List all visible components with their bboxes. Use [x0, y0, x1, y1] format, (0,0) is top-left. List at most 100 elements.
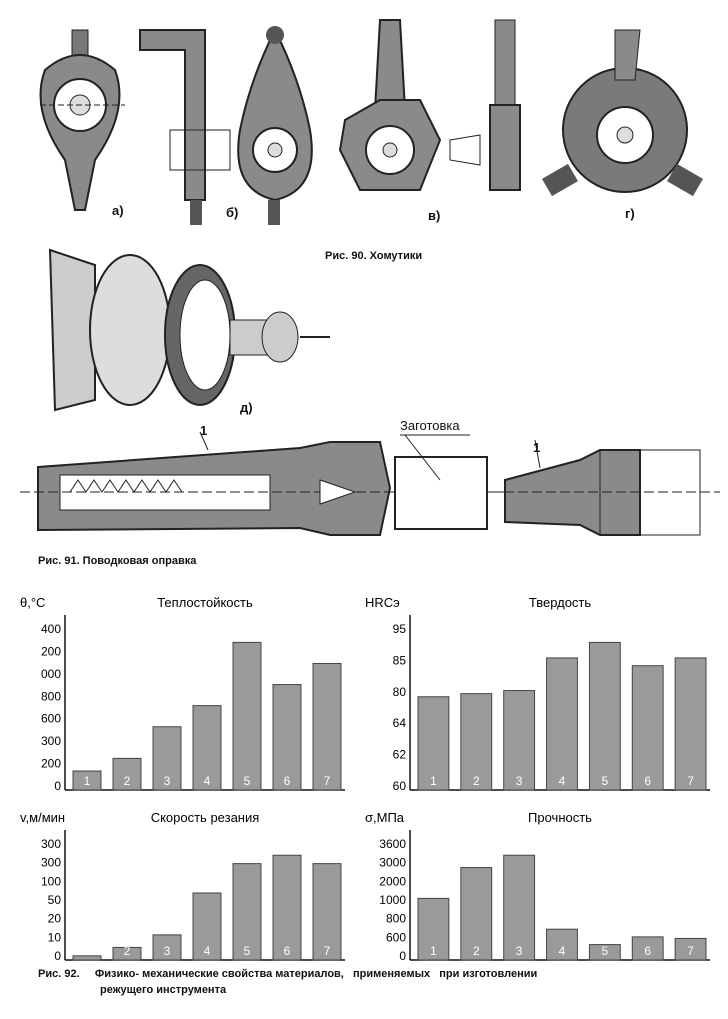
chart3-bar-label-7: 7 — [687, 944, 694, 958]
chart0-ytick-5: 300 — [41, 734, 61, 748]
chart2-ytick-6: 0 — [54, 949, 61, 963]
chart2-bar-2 — [112, 946, 142, 961]
chart3-ylabel: σ,МПа — [365, 810, 405, 825]
chart1-ytick-3: 64 — [393, 716, 407, 730]
chart1-title: Твердость — [529, 595, 592, 610]
fig91-label-1b: 1 — [533, 440, 541, 455]
clamp-v-drawing — [338, 19, 521, 191]
chart3-ytick-6: 0 — [399, 949, 406, 963]
chart2-bar-7 — [312, 863, 342, 961]
clamp-a-drawing — [39, 29, 125, 211]
label-v: в) — [428, 208, 441, 223]
chart0-ytick-1: 200 — [41, 644, 61, 658]
chart3-bar-7 — [674, 937, 707, 961]
chart1-bar-label-1: 1 — [430, 774, 437, 788]
chart3-bar-2 — [460, 867, 493, 961]
fig92-caption-line1: Рис. 92. Физико- механические свойства м… — [38, 968, 538, 980]
chart0-bar-label-5: 5 — [244, 774, 251, 788]
label-d: д) — [240, 400, 253, 415]
chart2-bar-label-6: 6 — [284, 944, 291, 958]
chart3-bar-1 — [417, 897, 450, 961]
chart2-bar-label-5: 5 — [244, 944, 251, 958]
chart2-ytick-4: 20 — [48, 912, 62, 926]
chart3-ytick-1: 3000 — [379, 856, 406, 870]
chart1-bar-5 — [588, 641, 621, 791]
chart3-bar-label-4: 4 — [559, 944, 566, 958]
chart2-bar-5 — [232, 863, 262, 961]
chart0-ytick-6: 200 — [41, 757, 61, 771]
chart1-bar-6 — [631, 665, 664, 791]
chart1-bar-label-7: 7 — [687, 774, 694, 788]
label-b: б) — [226, 205, 239, 220]
chart3-bar-4 — [546, 928, 578, 961]
chart2-bar-label-3: 3 — [164, 944, 171, 958]
chart3-title: Прочность — [528, 810, 592, 825]
clamp-b-drawing — [139, 26, 313, 225]
figure-91-drawing — [20, 431, 720, 536]
fig91-label-1: 1 — [200, 423, 208, 438]
chart0-bar-label-3: 3 — [164, 774, 171, 788]
chart0-ylabel: θ,°C — [20, 595, 45, 610]
chart2-bar-6 — [272, 854, 302, 961]
chart3-ytick-0: 3600 — [379, 837, 406, 851]
clamp-g-drawing — [542, 29, 703, 197]
chart1-bar-2 — [460, 693, 493, 791]
figure-90-drawings — [39, 19, 703, 412]
chart0-bar-label-1: 1 — [84, 774, 91, 788]
chart1-bar-label-5: 5 — [602, 774, 609, 788]
chart0-bar-label-7: 7 — [324, 774, 331, 788]
chart0-bar-2 — [112, 757, 142, 791]
chart0-ytick-4: 600 — [41, 712, 61, 726]
chart1-ytick-2: 80 — [393, 685, 407, 699]
chart3-bar-label-1: 1 — [430, 944, 437, 958]
chart0-bar-7 — [312, 662, 342, 791]
chart2-bar-label-1: 1 — [84, 944, 91, 958]
chart2-bar-label-7: 7 — [324, 944, 331, 958]
chart0-bar-3 — [152, 726, 182, 791]
chart1-bar-1 — [417, 696, 450, 791]
label-a: а) — [112, 203, 124, 218]
chart0-title: Теплостойкость — [157, 595, 253, 610]
chart0-bar-label-2: 2 — [124, 774, 131, 788]
chart0-ytick-3: 800 — [41, 689, 61, 703]
chart3-bar-label-3: 3 — [516, 944, 523, 958]
chart0-bar-4 — [192, 705, 222, 791]
chart2-ytick-5: 10 — [48, 930, 62, 944]
chart1-bar-label-3: 3 — [516, 774, 523, 788]
chart2-ytick-3: 50 — [48, 893, 62, 907]
chart0-bar-5 — [232, 641, 262, 791]
chart1-bar-3 — [503, 690, 536, 791]
chart1-ytick-4: 62 — [393, 748, 407, 762]
chart3-ytick-4: 800 — [386, 912, 406, 926]
figure-92-charts: Теплостойкостьθ,°C4002000008006003002000… — [20, 595, 710, 963]
chart2-ylabel: v,м/мин — [20, 810, 65, 825]
chart2-title: Скорость резания — [151, 810, 260, 825]
chart1-bar-4 — [546, 657, 578, 791]
chart3-bar-label-5: 5 — [602, 944, 609, 958]
chart3-ytick-5: 600 — [386, 930, 406, 944]
chart1-bar-label-2: 2 — [473, 774, 480, 788]
chart0-bar-label-4: 4 — [204, 774, 211, 788]
chart3-bar-5 — [588, 944, 621, 961]
fig91-caption: Рис. 91. Поводковая оправка — [38, 555, 197, 567]
chart2-bar-4 — [192, 892, 222, 961]
chart2-ytick-2: 100 — [41, 874, 61, 888]
chart2-ytick-0: 300 — [41, 837, 61, 851]
chart2-bar-label-2: 2 — [124, 944, 131, 958]
chart1-bar-label-6: 6 — [644, 774, 651, 788]
label-g: г) — [625, 206, 635, 221]
chart3-bar-label-6: 6 — [644, 944, 651, 958]
chart1-ytick-1: 85 — [393, 653, 407, 667]
chart1-bar-label-4: 4 — [559, 774, 566, 788]
chart3-ytick-2: 2000 — [379, 874, 406, 888]
chart3-bar-label-2: 2 — [473, 944, 480, 958]
chart0-ytick-7: 0 — [54, 779, 61, 793]
chart1-ylabel: HRCэ — [365, 595, 400, 610]
chart2-ytick-1: 300 — [41, 856, 61, 870]
chart3-ytick-3: 1000 — [379, 893, 406, 907]
chart0-bar-label-6: 6 — [284, 774, 291, 788]
fig92-caption-line2: режущего инструмента — [100, 984, 227, 996]
chart2-bar-1 — [72, 955, 102, 961]
chart3-bar-3 — [503, 854, 536, 961]
chart1-bar-7 — [674, 657, 707, 791]
